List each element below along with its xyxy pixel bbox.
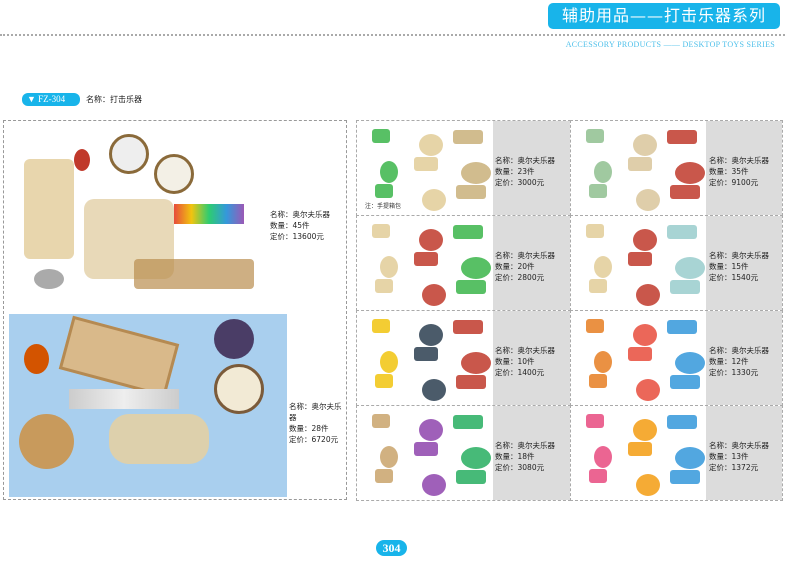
product-cell: 名称：奥尔夫乐器 数量：18件 定价：3080元 — [356, 405, 571, 501]
product-price: 定价：13600元 — [270, 232, 324, 241]
product-quantity: 数量：20件 — [495, 262, 535, 271]
product-name: 名称：奥尔夫乐器 — [495, 156, 555, 165]
product-price: 定价：9100元 — [709, 178, 759, 187]
instrument-set-image — [571, 406, 706, 500]
product-cell: 名称：奥尔夫乐器 数量：20件 定价：2800元 — [356, 215, 571, 311]
product-name: 名称：奥尔夫乐器 — [270, 210, 330, 219]
product-price: 定价：2800元 — [495, 273, 545, 282]
instrument-set-image — [14, 129, 264, 309]
product-info: 名称：奥尔夫乐器 数量：28件 定价：6720元 — [289, 401, 346, 445]
product-quantity: 数量：13件 — [709, 452, 749, 461]
product-code-badge: ▼ FZ-304 — [22, 93, 80, 106]
product-price: 定价：3080元 — [495, 463, 545, 472]
info-panel — [706, 406, 782, 500]
instrument-set-image — [571, 121, 706, 215]
product-name: 名称：奥尔夫乐器 — [495, 346, 555, 355]
product-price: 定价：1372元 — [709, 463, 759, 472]
product-quantity: 数量：18件 — [495, 452, 535, 461]
instrument-set-image — [571, 216, 706, 310]
product-info: 名称：奥尔夫乐器 数量：13件 定价：1372元 — [709, 440, 769, 473]
product-name: 名称：奥尔夫乐器 — [495, 251, 555, 260]
product-info: 名称：奥尔夫乐器 数量：35件 定价：9100元 — [709, 155, 769, 188]
info-panel — [706, 216, 782, 310]
product-info: 名称：奥尔夫乐器 数量：18件 定价：3080元 — [495, 440, 555, 473]
product-quantity: 数量：45件 — [270, 221, 310, 230]
product-price: 定价：3000元 — [495, 178, 545, 187]
product-cell: 名称：奥尔夫乐器 数量：10件 定价：1400元 — [356, 310, 571, 406]
product-info: 名称：奥尔夫乐器 数量：23件 定价：3000元 — [495, 155, 555, 188]
section-title: 辅助用品——打击乐器系列 — [548, 3, 780, 29]
info-panel — [706, 311, 782, 405]
product-quantity: 数量：28件 — [289, 424, 329, 433]
product-quantity: 数量：10件 — [495, 357, 535, 366]
product-name: 名称：奥尔夫乐器 — [709, 251, 769, 260]
product-info: 名称：奥尔夫乐器 数量：10件 定价：1400元 — [495, 345, 555, 378]
product-quantity: 数量：35件 — [709, 167, 749, 176]
product-cell: 名称：奥尔夫乐器 数量：23件 定价：3000元 注：手提箱包 — [356, 120, 571, 216]
instrument-set-image — [357, 406, 492, 500]
section-subtitle: ACCESSORY PRODUCTS —— DESKTOP TOYS SERIE… — [565, 40, 775, 49]
product-info: 名称：奥尔夫乐器 数量：15件 定价：1540元 — [709, 250, 769, 283]
product-cell: 名称：奥尔夫乐器 数量：35件 定价：9100元 — [570, 120, 783, 216]
product-quantity: 数量：23件 — [495, 167, 535, 176]
product-price: 定价：1330元 — [709, 368, 759, 377]
left-product-box: 名称：奥尔夫乐器 数量：45件 定价：13600元 名称：奥尔夫乐器 数量：28… — [3, 120, 347, 500]
page-number: 304 — [376, 540, 407, 556]
product-quantity: 数量：12件 — [709, 357, 749, 366]
product-note: 注：手提箱包 — [365, 203, 402, 210]
product-quantity: 数量：15件 — [709, 262, 749, 271]
info-panel — [706, 121, 782, 215]
product-name: 名称：奥尔夫乐器 — [709, 156, 769, 165]
info-panel — [493, 216, 570, 310]
info-panel — [493, 121, 570, 215]
instrument-set-image — [9, 314, 287, 497]
product-cell: 名称：奥尔夫乐器 数量：15件 定价：1540元 — [570, 215, 783, 311]
product-price: 定价：1400元 — [495, 368, 545, 377]
product-name: 名称：奥尔夫乐器 — [289, 402, 342, 422]
info-panel — [493, 406, 570, 500]
instrument-set-image — [357, 311, 492, 405]
product-name: 名称：奥尔夫乐器 — [495, 441, 555, 450]
product-info: 名称：奥尔夫乐器 数量：20件 定价：2800元 — [495, 250, 555, 283]
product-price: 定价：1540元 — [709, 273, 759, 282]
instrument-set-image — [357, 121, 492, 215]
product-cell: 名称：奥尔夫乐器 数量：13件 定价：1372元 — [570, 405, 783, 501]
instrument-set-image — [571, 311, 706, 405]
product-name: 名称：打击乐器 — [86, 95, 142, 104]
instrument-set-image — [357, 216, 492, 310]
product-name: 名称：奥尔夫乐器 — [709, 346, 769, 355]
dotted-divider — [0, 34, 785, 36]
info-panel — [493, 311, 570, 405]
product-info: 名称：奥尔夫乐器 数量：45件 定价：13600元 — [270, 209, 330, 242]
product-price: 定价：6720元 — [289, 435, 339, 444]
product-cell: 名称：奥尔夫乐器 数量：12件 定价：1330元 — [570, 310, 783, 406]
product-info: 名称：奥尔夫乐器 数量：12件 定价：1330元 — [709, 345, 769, 378]
product-name: 名称：奥尔夫乐器 — [709, 441, 769, 450]
